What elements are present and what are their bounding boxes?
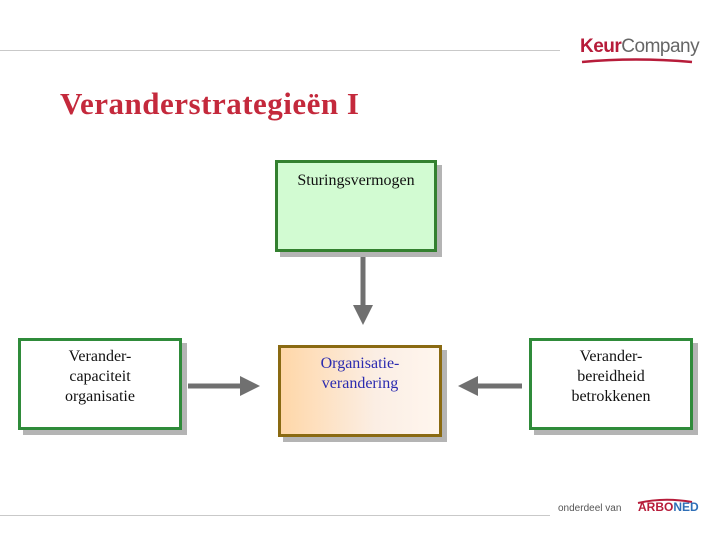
arboned-logo-arbo: ARBO bbox=[638, 500, 674, 514]
footer-divider bbox=[0, 515, 550, 516]
arboned-logo: ARBONED bbox=[638, 500, 699, 514]
slide-title: Veranderstrategieën I bbox=[60, 86, 360, 121]
footer-text: onderdeel van bbox=[558, 503, 622, 514]
box-veranderCapaciteit: Verander- capaciteit organisatie bbox=[18, 338, 182, 430]
box-sturingsvermogen-label: Sturingsvermogen bbox=[297, 172, 415, 189]
logo-swoosh-icon bbox=[581, 58, 693, 64]
box-bereidheid-label: Verander- bereidheid betrokkenen bbox=[571, 348, 651, 405]
box-veranderbereidheid: Verander- bereidheid betrokkenen bbox=[529, 338, 693, 430]
logo-company-text: Company bbox=[621, 36, 700, 57]
box-capaciteit-label: Verander- capaciteit organisatie bbox=[65, 348, 135, 405]
keurcompany-logo: KeurCompany bbox=[580, 36, 705, 66]
arboned-logo-ned: NED bbox=[673, 500, 699, 514]
header-divider bbox=[0, 50, 560, 51]
box-organisatieverandering: Organisatie- verandering bbox=[278, 345, 442, 437]
arboned-swoosh-icon bbox=[637, 498, 693, 504]
box-sturingsvermogen: Sturingsvermogen bbox=[275, 160, 437, 252]
logo-keur-text: Keur bbox=[580, 36, 622, 57]
box-organisatie-label: Organisatie- verandering bbox=[320, 355, 400, 392]
